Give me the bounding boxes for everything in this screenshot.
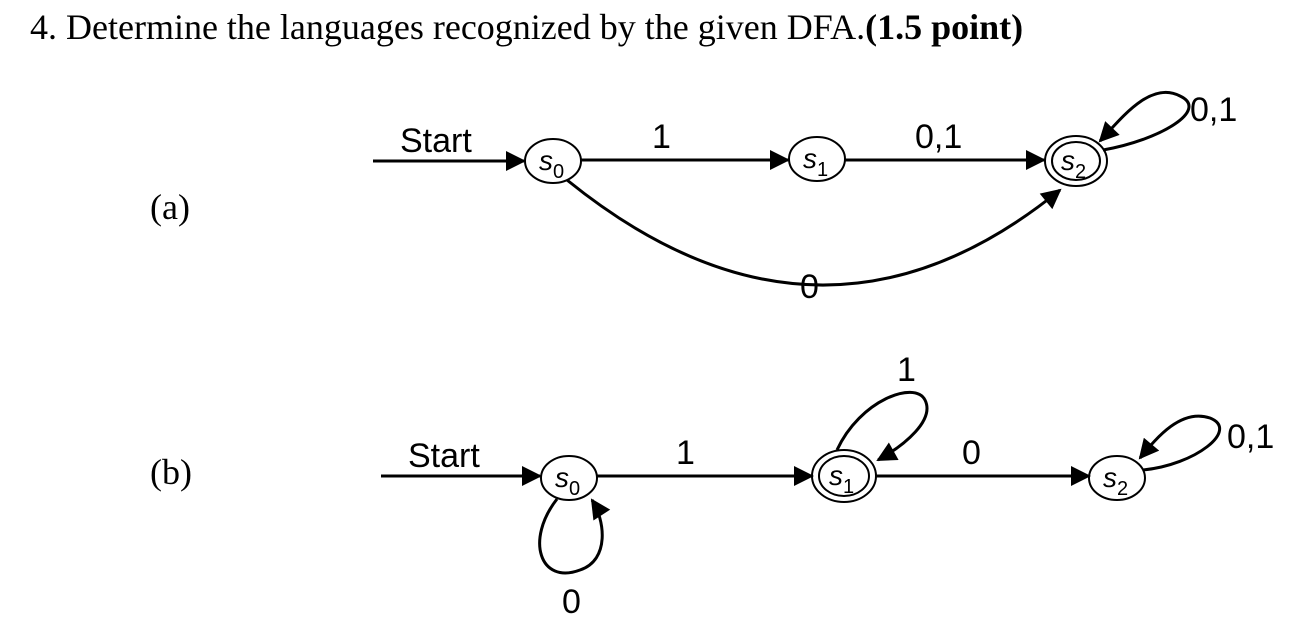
dfa-b-state-s2: s2	[1088, 455, 1146, 501]
dfa-a-state-s1: s1	[788, 136, 846, 182]
dfa-a-edge-s0-s2-label: 0	[800, 268, 819, 306]
dfa-a-edge-s0-s2	[566, 178, 1062, 287]
part-a-label: (a)	[150, 187, 190, 227]
svg-text:s1: s1	[803, 143, 828, 181]
dfa-b-edge-s2-loop	[1138, 414, 1221, 472]
dfa-b-edge-s0-loop-label: 0	[562, 583, 581, 621]
question-number: 4.	[30, 7, 57, 47]
dfa-b-edge-s2-loop-label: 0,1	[1227, 418, 1274, 456]
svg-text:s0: s0	[555, 462, 580, 500]
dfa-b-edge-s1-loop	[835, 390, 929, 462]
svg-text:s2: s2	[1103, 462, 1128, 500]
dfa-a-start-label: Start	[400, 122, 472, 160]
dfa-b-edge-s0-loop	[538, 498, 611, 575]
question-body: Determine the languages recognized by th…	[66, 7, 866, 47]
question-text: 4. Determine the languages recognized by…	[30, 6, 1023, 48]
svg-text:s0: s0	[539, 145, 564, 183]
dfa-a-state-s2: s2	[1044, 135, 1108, 187]
dfa-b-start-label: Start	[408, 437, 480, 475]
dfa-a-edge-s0-s1-label: 1	[652, 118, 671, 156]
dfa-b-edge-s1-s2-label: 0	[962, 434, 981, 472]
dfa-b-state-s0: s0	[540, 455, 598, 501]
dfa-a-state-s0: s0	[524, 138, 582, 184]
dfa-b-edge-s0-s1-label: 1	[676, 434, 695, 472]
svg-text:s2: s2	[1061, 145, 1086, 183]
part-b-label: (b)	[150, 452, 192, 492]
dfa-a-edge-s2-loop	[1098, 90, 1191, 152]
question-points: (1.5 point)	[865, 7, 1024, 47]
dfa-b-state-s1: s1	[811, 449, 877, 503]
dfa-a: Start s0 s1 s2 1 0,1 0 0,1	[373, 90, 1237, 306]
dfa-a-edge-s2-loop-label: 0,1	[1190, 91, 1237, 129]
svg-text:s1: s1	[829, 460, 854, 498]
dfa-a-edge-s1-s2-label: 0,1	[915, 118, 962, 156]
dfa-b-edge-s1-loop-label: 1	[897, 351, 916, 389]
dfa-b: Start s0 s1 s2 1 0 0 1 0,1	[381, 351, 1274, 621]
